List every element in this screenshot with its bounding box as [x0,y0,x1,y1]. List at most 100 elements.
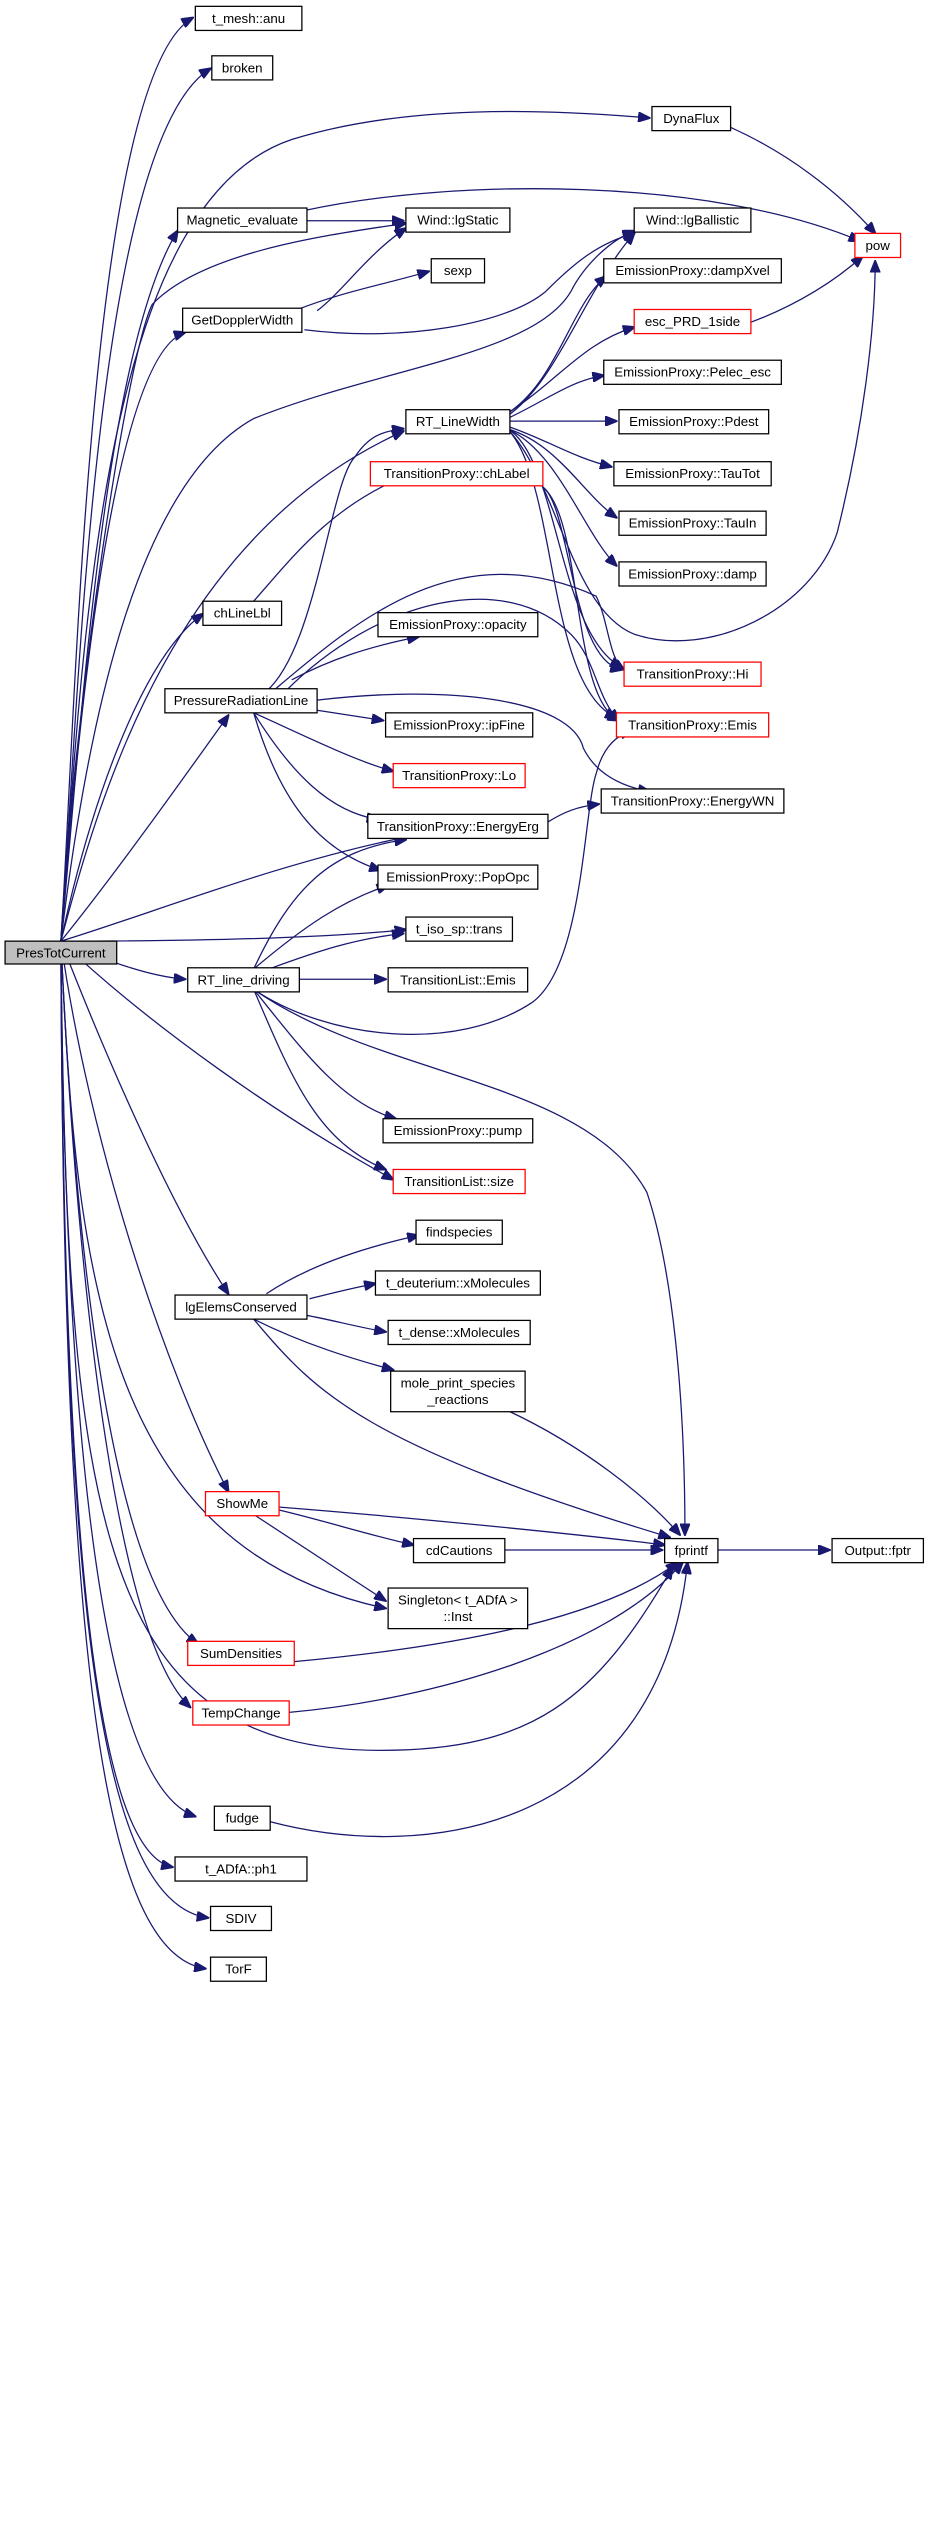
edge [253,712,394,771]
node-chlinelbl[interactable]: chLineLbl [202,600,283,626]
node-label: _reactions [426,1392,489,1407]
node-label: SDIV [225,1911,256,1926]
node-label: sexp [444,263,472,278]
edge [750,256,863,323]
node-label: t_iso_sp::trans [416,922,503,937]
node-torf[interactable]: TorF [209,1956,267,1982]
node-ep-ipfine[interactable]: EmissionProxy::ipFine [384,712,534,738]
edge [507,1409,680,1534]
edge [507,428,616,566]
node-label: esc_PRD_1side [645,314,740,329]
node-fprintf[interactable]: fprintf [664,1537,719,1564]
node-prestotcurrent[interactable]: PresTotCurrent [4,940,118,965]
edge [317,693,649,791]
edge [542,486,619,720]
edge [272,573,624,692]
node-tl-size[interactable]: TransitionList::size [392,1168,526,1195]
edge [317,709,383,720]
edge [507,428,621,667]
node-magnetic-evaluate[interactable]: Magnetic_evaluate [176,207,308,233]
node-ep-opacity[interactable]: EmissionProxy::opacity [377,612,539,638]
node-ep-dampxvel[interactable]: EmissionProxy::dampXvel [603,258,782,284]
node-tl-emis[interactable]: TransitionList::Emis [387,967,529,993]
node-singleton-inst[interactable]: Singleton< t_ADfA > ::Inst [387,1587,529,1630]
node-findspecies[interactable]: findspecies [415,1219,503,1245]
edge [289,1563,682,1713]
node-tp-energywn[interactable]: TransitionProxy::EnergyWN [600,788,785,814]
node-ep-pump[interactable]: EmissionProxy::pump [382,1118,534,1144]
node-label: mole_print_species [401,1376,516,1391]
node-tp-chlabel[interactable]: TransitionProxy::chLabel [369,461,544,487]
edge [60,18,193,942]
node-fudge[interactable]: fudge [213,1805,271,1831]
node-label: fudge [226,1811,259,1826]
edge [60,431,403,942]
node-esc-prd-1side[interactable]: esc_PRD_1side [633,308,752,335]
node-t-mesh-anu[interactable]: t_mesh::anu [194,5,303,32]
edge [266,1235,418,1295]
edge [60,837,406,942]
node-ep-damp[interactable]: EmissionProxy::damp [618,561,767,587]
node-label: cdCautions [426,1543,493,1558]
edge [253,1318,670,1537]
edge [253,885,388,970]
node-ep-pdest[interactable]: EmissionProxy::Pdest [618,409,770,435]
node-label: RT_line_driving [197,972,289,987]
edge [60,941,206,1968]
node-tp-energyerg[interactable]: TransitionProxy::EnergyErg [367,813,549,840]
edge [309,1284,375,1300]
node-label-line: ::Inst [443,1609,472,1624]
node-t-dense-xmolecules[interactable]: t_dense::xMolecules [387,1319,531,1346]
node-broken[interactable]: broken [211,55,274,81]
node-label: TransitionProxy::Emis [628,717,757,732]
node-pressureradiationline[interactable]: PressureRadiationLine [164,688,318,714]
node-label: RT_LineWidth [416,414,500,429]
node-tempchange[interactable]: TempChange [192,1700,290,1726]
node-t-deuterium-xmolecules[interactable]: t_deuterium::xMolecules [374,1270,541,1296]
node-label: EmissionProxy::PopOpc [386,870,530,885]
edge [60,941,208,1918]
node-wind-lgstatic[interactable]: Wind::lgStatic [405,207,511,233]
node-showme[interactable]: ShowMe [204,1491,280,1517]
node-label: EmissionProxy::Pdest [629,414,759,429]
node-tp-emis[interactable]: TransitionProxy::Emis [615,712,770,738]
node-rt-line-driving[interactable]: RT_line_driving [187,967,300,993]
node-label: EmissionProxy::opacity [389,617,527,632]
node-ep-popopc[interactable]: EmissionProxy::PopOpc [377,864,539,890]
node-ep-pelec-esc[interactable]: EmissionProxy::Pelec_esc [603,359,782,385]
node-lgelemsconserved[interactable]: lgElemsConserved [174,1294,308,1320]
node-label: TransitionProxy::Hi [637,667,749,682]
node-label: t_mesh::anu [212,11,285,26]
node-tp-lo[interactable]: TransitionProxy::Lo [392,762,526,789]
node-pow[interactable]: pow [854,232,902,259]
node-label: Wind::lgStatic [417,213,499,228]
node-getdopplerwidth[interactable]: GetDopplerWidth [182,307,303,333]
edge [60,68,211,942]
node-ep-tautot[interactable]: EmissionProxy::TauTot [613,461,772,487]
node-label: DynaFlux [663,111,720,126]
node-sdiv[interactable]: SDIV [209,1905,273,1932]
node-label: t_ADfA::ph1 [205,1861,277,1876]
node-label: PressureRadiationLine [174,693,309,708]
node-tp-hi[interactable]: TransitionProxy::Hi [623,661,762,687]
node-label: chLineLbl [214,606,271,621]
node-label: Singleton< t_ADfA > [398,1593,518,1608]
edge [60,715,228,942]
node-t-adfa-ph1[interactable]: t_ADfA::ph1 [174,1856,308,1882]
node-label: EmissionProxy::TauIn [629,516,757,531]
node-cdcautions[interactable]: cdCautions [412,1537,506,1564]
node-sexp[interactable]: sexp [430,258,486,284]
edge [60,941,672,1752]
edge [253,712,381,870]
node-t-iso-sp-trans[interactable]: t_iso_sp::trans [405,916,514,942]
node-dynaflux[interactable]: DynaFlux [651,105,732,132]
node-output-fptr[interactable]: Output::fptr [831,1537,925,1564]
node-wind-lgballistic[interactable]: Wind::lgBallistic [633,207,752,233]
node-mole-print-species-reactions[interactable]: mole_print_species _reactions [390,1370,526,1413]
edge [507,428,616,518]
node-sumdensities[interactable]: SumDensities [187,1640,295,1667]
node-rt-linewidth[interactable]: RT_LineWidth [405,409,511,435]
edge [253,840,406,970]
node-label: PresTotCurrent [16,946,106,961]
node-ep-tauin[interactable]: EmissionProxy::TauIn [618,510,767,536]
